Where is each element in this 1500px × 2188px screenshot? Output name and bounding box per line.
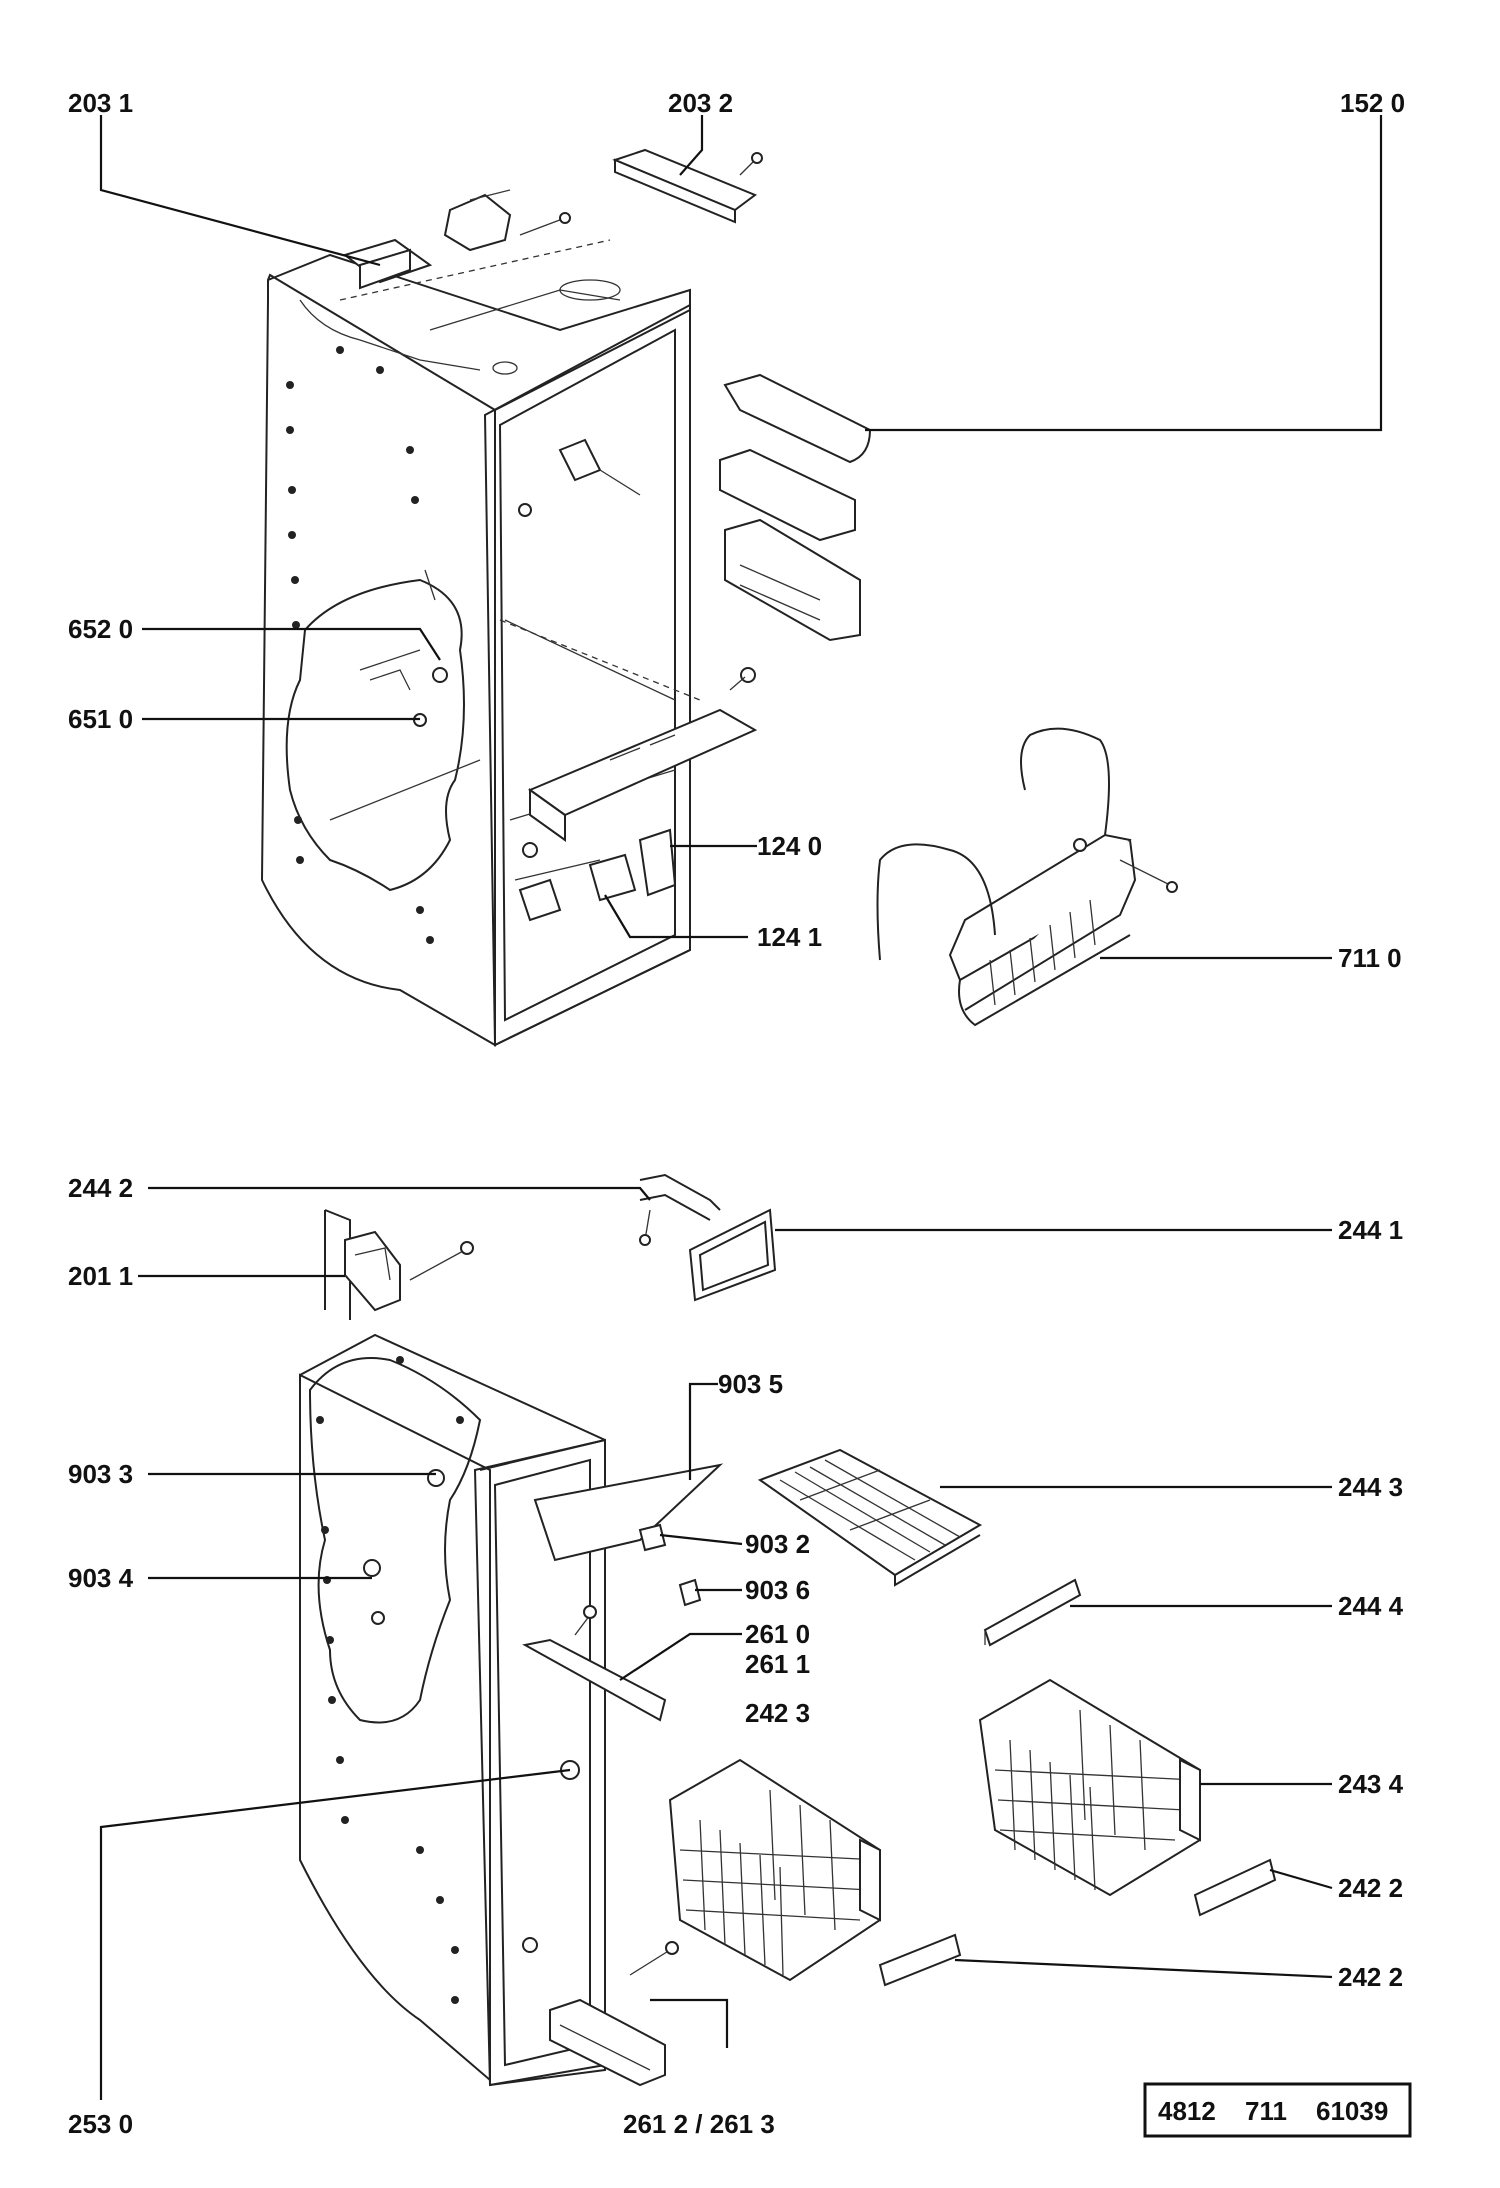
label-903-4: 903 4	[68, 1563, 134, 1593]
label-261-1: 261 1	[745, 1649, 810, 1679]
doc-number-part-a: 4812	[1158, 2096, 1216, 2126]
upper-cabinet-assembly	[260, 148, 1178, 1047]
label-124-1: 124 1	[757, 922, 822, 952]
label-244-1: 244 1	[1338, 1215, 1403, 1245]
part-242-2-plate-b	[1193, 1858, 1277, 1917]
label-203-2: 203 2	[668, 88, 733, 118]
lower-leader-lines	[99, 1186, 1333, 2100]
internal-fittings	[369, 438, 641, 727]
part-242-3-basket	[668, 1758, 881, 1982]
label-903-5: 903 5	[718, 1369, 783, 1399]
lower-cabinet-assembly	[299, 1173, 1277, 2087]
label-242-2-lower: 242 2	[1338, 1962, 1403, 1992]
label-152-0: 152 0	[1340, 88, 1405, 118]
part-244-3-wire-shelf	[757, 1448, 983, 1587]
upper-leader-lines	[99, 115, 1383, 960]
part-203-1-bracket	[342, 189, 571, 290]
part-711-0-drip-tray	[876, 727, 1178, 1027]
cutaway-window-lower	[308, 1357, 482, 1724]
part-152-0-trim-set	[719, 373, 872, 642]
label-244-3: 244 3	[1338, 1472, 1403, 1502]
label-124-0: 124 0	[757, 831, 822, 861]
label-711-0: 711 0	[1338, 943, 1402, 973]
label-652-0: 652 0	[68, 614, 133, 644]
part-903-fittings	[363, 1463, 724, 1625]
part-242-2-plate-a	[878, 1933, 962, 1987]
label-203-1: 203 1	[68, 88, 133, 118]
cutaway-window	[285, 578, 465, 892]
label-903-2: 903 2	[745, 1529, 810, 1559]
part-244-2-hinge	[639, 1173, 721, 1246]
label-242-2-upper: 242 2	[1338, 1873, 1403, 1903]
side-rivets	[286, 346, 434, 944]
label-261-2-261-3: 261 2 / 261 3	[623, 2109, 775, 2139]
part-261-2-rail	[549, 1998, 666, 2087]
label-201-1: 201 1	[68, 1261, 133, 1291]
part-201-1-hinge-bracket	[344, 1230, 474, 1312]
label-242-3: 242 3	[745, 1698, 810, 1728]
part-261-0-bracket	[522, 1605, 667, 1722]
callout-labels: 203 1 203 2 152 0 652 0 651 0 124 0 124 …	[68, 88, 1405, 2139]
label-903-6: 903 6	[745, 1575, 810, 1605]
label-253-0: 253 0	[68, 2109, 133, 2139]
label-244-2: 244 2	[68, 1173, 133, 1203]
label-261-0: 261 0	[745, 1619, 810, 1649]
part-243-4-basket	[978, 1678, 1201, 1897]
side-rivets-lower	[316, 1356, 464, 2004]
part-203-2-rail	[612, 148, 763, 224]
part-124-fittings	[514, 828, 677, 922]
doc-number-part-c: 61039	[1316, 2096, 1388, 2126]
part-244-1-lid	[688, 1208, 777, 1302]
label-651-0: 651 0	[68, 704, 133, 734]
label-244-4: 244 4	[1338, 1591, 1404, 1621]
document-number-box: 4812 711 61039	[1143, 2082, 1412, 2138]
label-243-4: 243 4	[1338, 1769, 1404, 1799]
part-244-4-strip	[983, 1578, 1082, 1647]
doc-number-part-b: 711	[1245, 2096, 1287, 2126]
label-903-3: 903 3	[68, 1459, 133, 1489]
evaporator-cover	[527, 667, 758, 842]
